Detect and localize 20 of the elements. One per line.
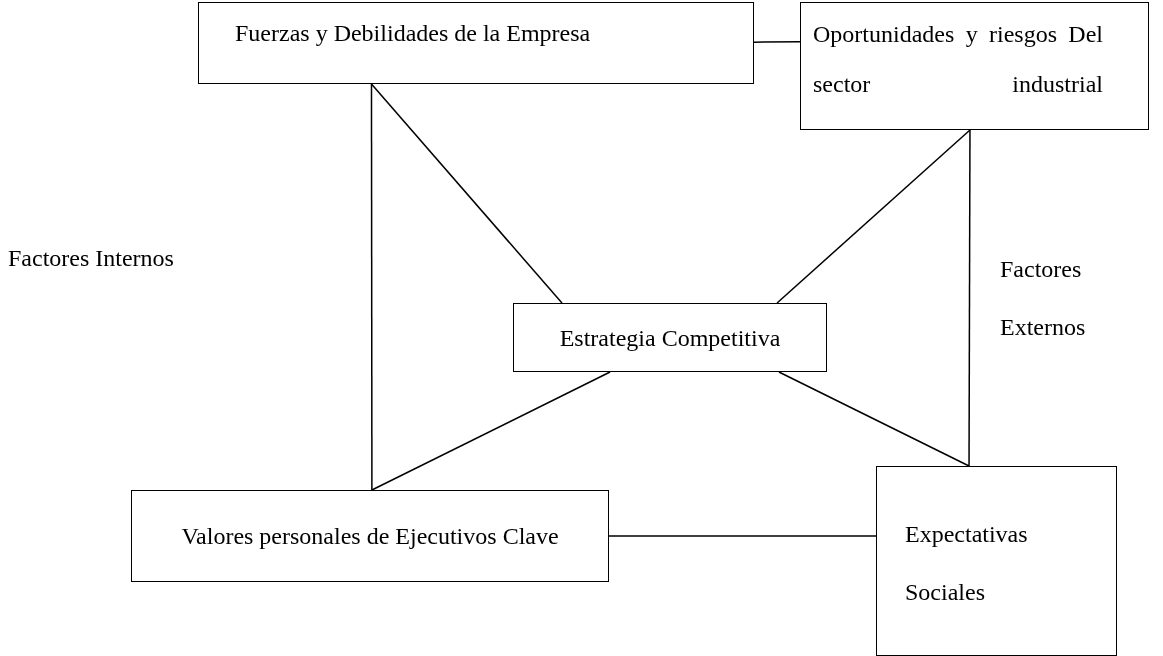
box-label: Valores personales de Ejecutivos Clave — [181, 522, 559, 551]
connector-line — [371, 371, 611, 491]
connector-line — [370, 83, 563, 304]
concept-box — [198, 2, 754, 84]
box-label: Expectativas Sociales — [905, 520, 1029, 607]
concept-box — [876, 466, 1117, 656]
box-label: Fuerzas y Debilidades de la Empresa — [235, 19, 591, 48]
box-label: Oportunidades y riesgos Del sector industrial — [813, 20, 1103, 99]
connector-line — [370, 83, 373, 491]
connector-line — [776, 129, 971, 304]
side-label: Factores Internos — [8, 244, 174, 273]
concept-box — [131, 490, 609, 582]
connector-line — [753, 40, 801, 43]
box-label: Estrategia Competitiva — [559, 323, 781, 353]
concept-box — [800, 2, 1149, 130]
connector-line — [608, 535, 877, 537]
concept-box — [513, 303, 827, 372]
side-label: Factores Externos — [1000, 255, 1087, 342]
connector-line — [778, 371, 970, 467]
connector-line — [968, 129, 971, 467]
